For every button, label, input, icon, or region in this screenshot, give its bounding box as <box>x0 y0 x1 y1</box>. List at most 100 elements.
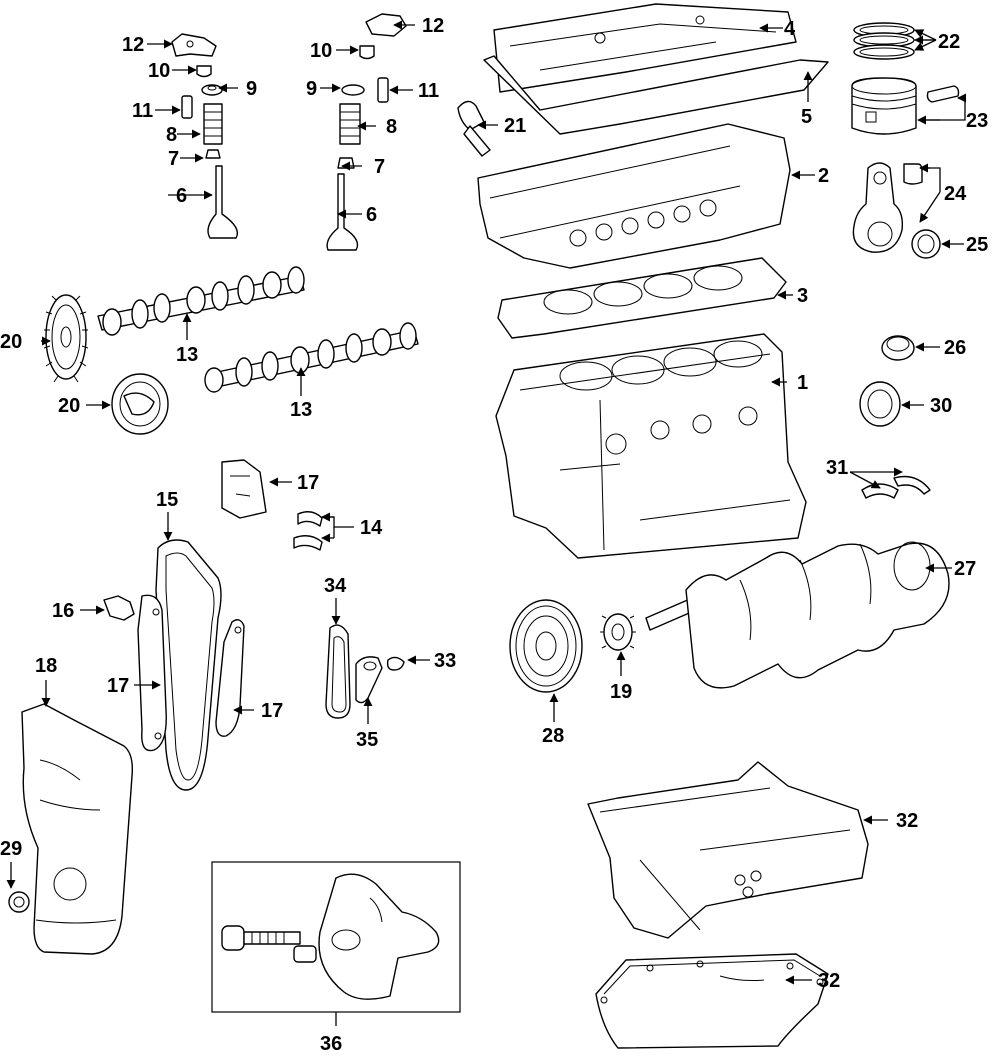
label-32a: 32 <box>896 810 918 832</box>
crankshaft <box>645 541 950 689</box>
valve-spring-right <box>339 103 361 145</box>
valve-left <box>207 165 239 239</box>
lash-adjuster-cap-right <box>359 45 375 60</box>
label-36: 36 <box>320 1033 342 1055</box>
valve-cover-gasket <box>483 55 829 135</box>
label-32b: 32 <box>818 970 840 992</box>
label-18: 18 <box>35 655 57 677</box>
label-17c: 17 <box>261 700 283 722</box>
label-9a: 9 <box>246 78 257 100</box>
chain-guide-left <box>137 594 167 752</box>
timing-cover <box>21 703 134 955</box>
label-4: 4 <box>784 18 796 40</box>
label-12a: 12 <box>122 34 144 56</box>
lower-oil-pan <box>595 953 829 1049</box>
label-2: 2 <box>818 165 829 187</box>
thrust-washers <box>861 475 931 499</box>
label-7b: 7 <box>374 156 385 178</box>
lash-adjuster-left <box>181 95 193 119</box>
crank-sprocket <box>600 613 636 651</box>
label-1: 1 <box>797 372 808 394</box>
label-22: 22 <box>938 31 960 53</box>
cylinder-block <box>495 333 807 559</box>
connecting-rod <box>852 162 904 253</box>
crank-pulley <box>509 599 583 693</box>
label-10a: 10 <box>148 60 170 82</box>
valve-seal-left <box>205 149 221 159</box>
label-11a: 11 <box>132 100 153 122</box>
timing-chain <box>155 539 222 791</box>
label-24: 24 <box>944 183 967 205</box>
label-34: 34 <box>324 575 347 597</box>
chain-guide-upper <box>221 459 267 519</box>
label-6a: 6 <box>176 185 187 207</box>
label-14: 14 <box>360 517 383 539</box>
chain-damper-clips <box>293 511 323 551</box>
label-28: 28 <box>542 725 564 747</box>
rocker-arm-right <box>365 13 407 37</box>
oil-pump-chain <box>325 624 351 719</box>
piston-pin <box>926 85 960 103</box>
oil-pump <box>318 873 440 1000</box>
main-bearing <box>881 335 915 361</box>
label-10b: 10 <box>310 40 332 62</box>
rear-main-seal <box>859 381 901 427</box>
chain-guide-right <box>215 619 245 737</box>
label-8b: 8 <box>386 116 397 138</box>
valve-cover <box>493 3 797 93</box>
label-35: 35 <box>356 729 378 751</box>
label-6b: 6 <box>366 204 377 226</box>
piston <box>851 77 917 135</box>
upper-oil-pan <box>587 761 869 939</box>
label-8a: 8 <box>166 124 177 146</box>
head-gasket <box>497 257 787 339</box>
label-20b: 20 <box>58 395 80 417</box>
piston-rings <box>853 22 915 60</box>
valve-retainer-right <box>341 84 365 96</box>
label-11b: 11 <box>418 80 439 102</box>
piston-pin-bushing <box>903 163 923 185</box>
oil-seal-front <box>8 891 30 913</box>
label-16: 16 <box>52 600 74 622</box>
cam-sprocket-vvt <box>111 373 169 435</box>
label-21: 21 <box>504 115 526 137</box>
label-5: 5 <box>801 106 812 128</box>
label-9b: 9 <box>306 78 317 100</box>
camshaft-upper <box>97 266 305 336</box>
rod-bearing <box>911 229 941 259</box>
callout-leaders <box>6 20 967 1026</box>
rocker-arm-left <box>171 33 217 57</box>
label-25: 25 <box>966 234 988 256</box>
label-23: 23 <box>966 110 988 132</box>
label-17a: 17 <box>297 472 319 494</box>
label-12b: 12 <box>422 15 444 37</box>
label-31: 31 <box>826 457 848 479</box>
camshaft-lower <box>204 322 419 393</box>
label-20a: 20 <box>0 331 22 353</box>
cylinder-head <box>477 123 791 269</box>
lash-adjuster-cap-left <box>196 65 212 78</box>
label-30: 30 <box>930 395 952 417</box>
label-29: 29 <box>0 838 22 860</box>
lash-adjuster-right <box>377 77 389 103</box>
label-13a: 13 <box>176 344 198 366</box>
valve-spring-left <box>203 103 223 145</box>
label-13b: 13 <box>290 399 312 421</box>
chain-tensioner-arm-oil <box>355 656 383 704</box>
label-19: 19 <box>610 681 632 703</box>
tensioner-spring <box>386 656 405 671</box>
label-17b: 17 <box>107 675 129 697</box>
label-27: 27 <box>954 558 976 580</box>
label-33: 33 <box>434 650 456 672</box>
relief-valve <box>221 925 317 963</box>
valve-right <box>326 173 359 251</box>
label-7a: 7 <box>168 148 179 170</box>
callout-labels: 1 2 3 4 5 6 6 7 7 8 8 9 9 10 10 11 11 12… <box>0 15 988 1055</box>
vvt-oil-control-valve <box>457 100 491 157</box>
label-3: 3 <box>797 285 808 307</box>
valve-retainer-left <box>201 84 223 96</box>
label-15: 15 <box>156 489 178 511</box>
cam-sprocket-upper <box>43 294 89 383</box>
